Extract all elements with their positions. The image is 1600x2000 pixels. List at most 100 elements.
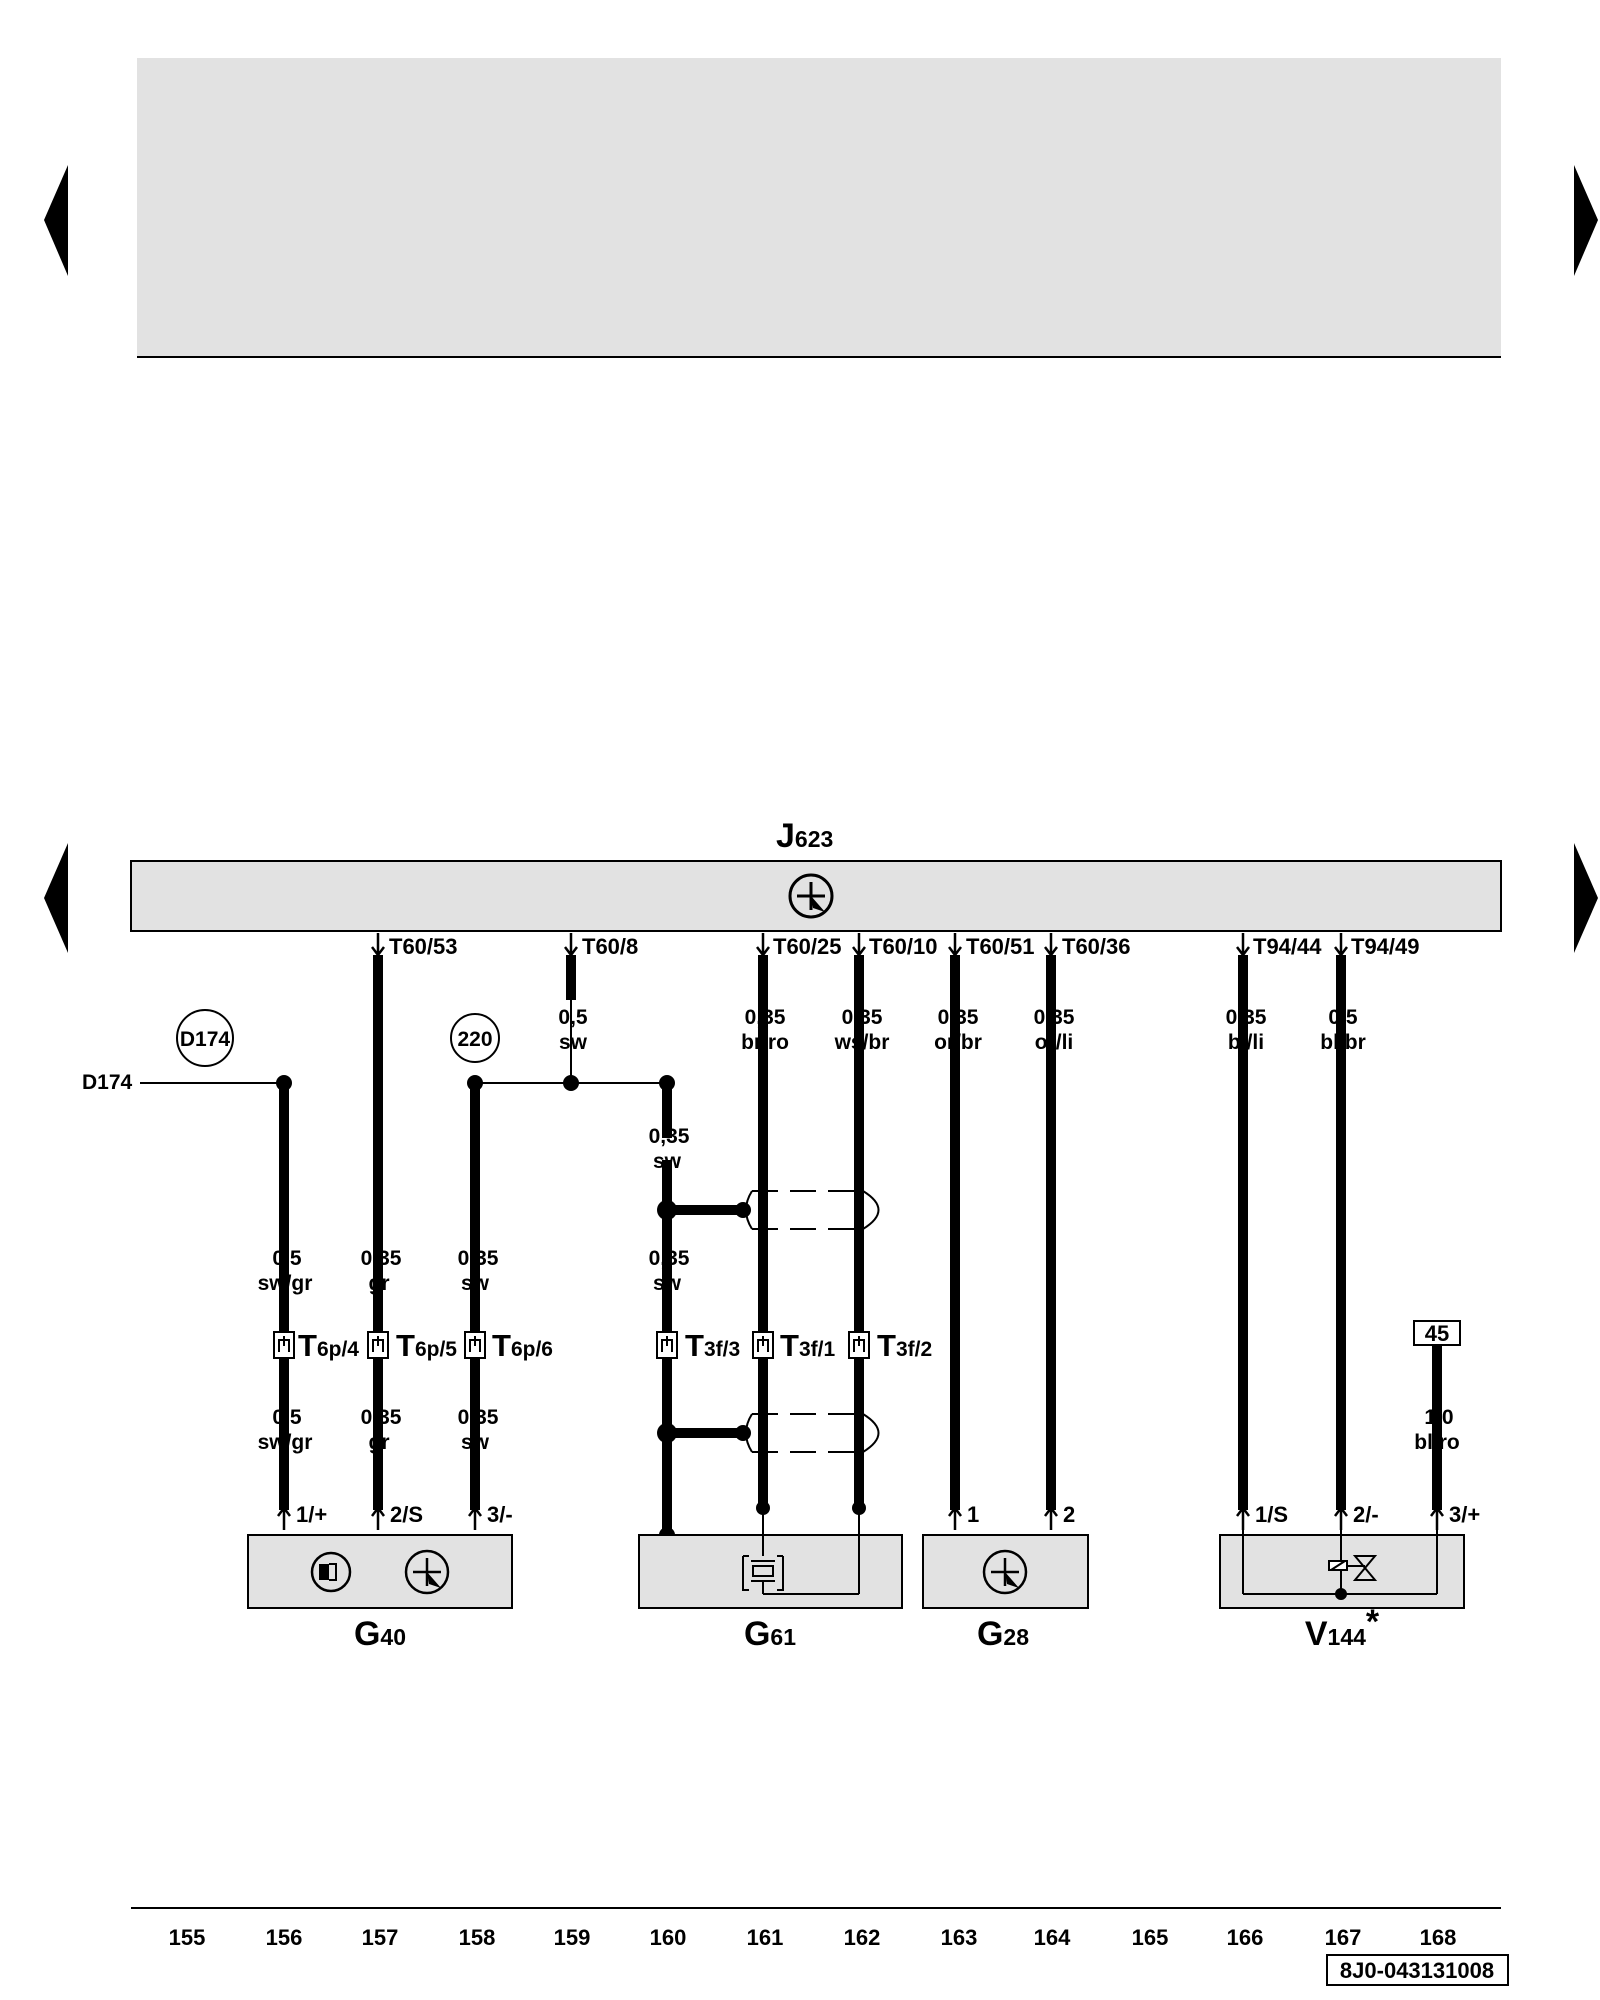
svg-text:160: 160: [650, 1925, 687, 1950]
drawing-code-box: [1326, 1954, 1509, 1986]
component-pin-labels: 1/+ 2/S 3/- 1 2 1/S 2/- 3/+: [296, 1502, 1480, 1527]
svg-text:sw: sw: [461, 1431, 490, 1454]
svg-text:gr: gr: [369, 1431, 390, 1454]
ecu-pin-t60-36: T60/36: [1062, 934, 1131, 959]
svg-text:0,35: 0,35: [1034, 1006, 1075, 1029]
solenoid-valve-icon: [1242, 1530, 1438, 1600]
connector-symbols: [273, 1331, 870, 1359]
ref-220-circle: [450, 1013, 500, 1063]
svg-text:0,35: 0,35: [842, 1006, 883, 1029]
ecu-pin-t60-10: T60/10: [869, 934, 938, 959]
ecu-pin-t60-25: T60/25: [773, 934, 842, 959]
svg-text:168: 168: [1420, 1925, 1457, 1950]
connector-c160: [656, 1331, 678, 1359]
mid-wire-specs: 0,35 sw 0,5 sw/gr 0,35 gr 0,35 sw 0,35 s…: [258, 1125, 690, 1295]
component-labels: G40 G61 G28 V144*: [354, 1603, 1380, 1653]
drawing-code: 8J0-043131008: [1340, 1958, 1494, 1983]
control-unit-label: J623: [776, 817, 833, 855]
ecu-pin-t94-49: T94/49: [1351, 934, 1420, 959]
svg-text:0,35: 0,35: [361, 1247, 402, 1270]
ecu-pin-t60-51: T60/51: [966, 934, 1035, 959]
connector-c156: [273, 1331, 295, 1359]
terminal-45-box: [1413, 1320, 1461, 1346]
connector-c161: [752, 1331, 774, 1359]
svg-text:T6p/4: T6p/4: [298, 1328, 359, 1363]
svg-text:gr: gr: [369, 1272, 390, 1295]
svg-text:0,35: 0,35: [1226, 1006, 1267, 1029]
svg-text:T3f/2: T3f/2: [877, 1328, 932, 1363]
svg-text:162: 162: [844, 1925, 881, 1950]
svg-text:0,5: 0,5: [1328, 1006, 1358, 1029]
svg-text:T3f/1: T3f/1: [780, 1328, 835, 1363]
svg-text:3/-: 3/-: [487, 1502, 513, 1527]
svg-text:sw: sw: [559, 1031, 588, 1054]
grid-numbers: 155 156 157 158 159 160 161 162 163 164 …: [169, 1925, 1457, 1950]
triangle-right-icon[interactable]: [1574, 843, 1598, 953]
knock-sensor-icon: [742, 1508, 860, 1595]
svg-text:br/ro: br/ro: [741, 1031, 789, 1054]
upper-wire-specs: 0,5 sw 0,35 br/ro 0,35 ws/br 0,35 or/br …: [558, 1006, 1365, 1054]
connector-c157: [367, 1331, 389, 1359]
svg-text:or/li: or/li: [1035, 1031, 1074, 1054]
svg-text:1/+: 1/+: [296, 1502, 327, 1527]
svg-text:161: 161: [747, 1925, 784, 1950]
control-unit-j623: J623: [130, 817, 1502, 932]
svg-text:0,5: 0,5: [272, 1406, 302, 1429]
electronic-unit-icon: [788, 873, 834, 919]
ecu-pin-t60-8: T60/8: [582, 934, 638, 959]
electronic-symbol-icon: [982, 1549, 1028, 1595]
svg-text:0,5: 0,5: [272, 1247, 302, 1270]
ref-220-label: 220: [457, 1028, 492, 1051]
ref-d174-circle-label: D174: [180, 1028, 231, 1051]
shield-upper: [745, 1190, 880, 1230]
component-g40-label: G40: [354, 1615, 406, 1653]
svg-text:163: 163: [941, 1925, 978, 1950]
component-g61-label: G61: [744, 1615, 796, 1653]
svg-text:T3f/3: T3f/3: [685, 1328, 740, 1363]
svg-text:0,35: 0,35: [649, 1247, 690, 1270]
svg-text:sw/gr: sw/gr: [258, 1272, 313, 1295]
svg-text:2/S: 2/S: [390, 1502, 423, 1527]
triangle-left-icon[interactable]: [44, 843, 68, 953]
ecu-pin-t94-44: T94/44: [1253, 934, 1322, 959]
svg-text:155: 155: [169, 1925, 206, 1950]
triangle-left-icon[interactable]: [44, 165, 68, 276]
ecu-pin-arrows: [371, 933, 1348, 958]
svg-text:159: 159: [554, 1925, 591, 1950]
svg-text:or/br: or/br: [934, 1031, 982, 1054]
ref-d174-line-label: D174: [82, 1071, 133, 1094]
svg-text:sw: sw: [653, 1150, 682, 1173]
ref-d174-circle: [176, 1009, 234, 1067]
svg-text:2: 2: [1063, 1502, 1075, 1527]
svg-text:0,35: 0,35: [458, 1247, 499, 1270]
shield-lower: [745, 1413, 880, 1453]
triangle-right-icon[interactable]: [1574, 165, 1598, 276]
svg-text:sw: sw: [461, 1272, 490, 1295]
svg-text:ws/br: ws/br: [834, 1031, 890, 1054]
previous-page-panel: [137, 58, 1501, 357]
hall-sender-icon: [310, 1551, 352, 1593]
svg-text:0,35: 0,35: [649, 1125, 690, 1148]
wires: [279, 955, 1442, 1535]
terminal-45-label: 45: [1425, 1321, 1449, 1346]
component-v144-label: V144*: [1305, 1603, 1380, 1653]
ecu-pin-t60-53: T60/53: [389, 934, 458, 959]
svg-text:T6p/6: T6p/6: [492, 1328, 553, 1363]
svg-text:sw/gr: sw/gr: [258, 1431, 313, 1454]
svg-text:166: 166: [1227, 1925, 1264, 1950]
svg-text:0,35: 0,35: [938, 1006, 979, 1029]
svg-text:1,0: 1,0: [1424, 1406, 1453, 1429]
svg-text:157: 157: [362, 1925, 399, 1950]
connector-c162: [848, 1331, 870, 1359]
svg-text:0,35: 0,35: [745, 1006, 786, 1029]
svg-text:bl/ro: bl/ro: [1414, 1431, 1460, 1454]
svg-text:156: 156: [266, 1925, 303, 1950]
svg-text:1/S: 1/S: [1255, 1502, 1288, 1527]
svg-text:bl/li: bl/li: [1228, 1031, 1264, 1054]
component-g40-box: [247, 1534, 513, 1609]
svg-text:158: 158: [459, 1925, 496, 1950]
svg-text:1: 1: [967, 1502, 979, 1527]
electronic-symbol-icon: [404, 1549, 450, 1595]
component-g61-box: [638, 1534, 903, 1609]
electronic-symbol-icon: [797, 882, 825, 912]
